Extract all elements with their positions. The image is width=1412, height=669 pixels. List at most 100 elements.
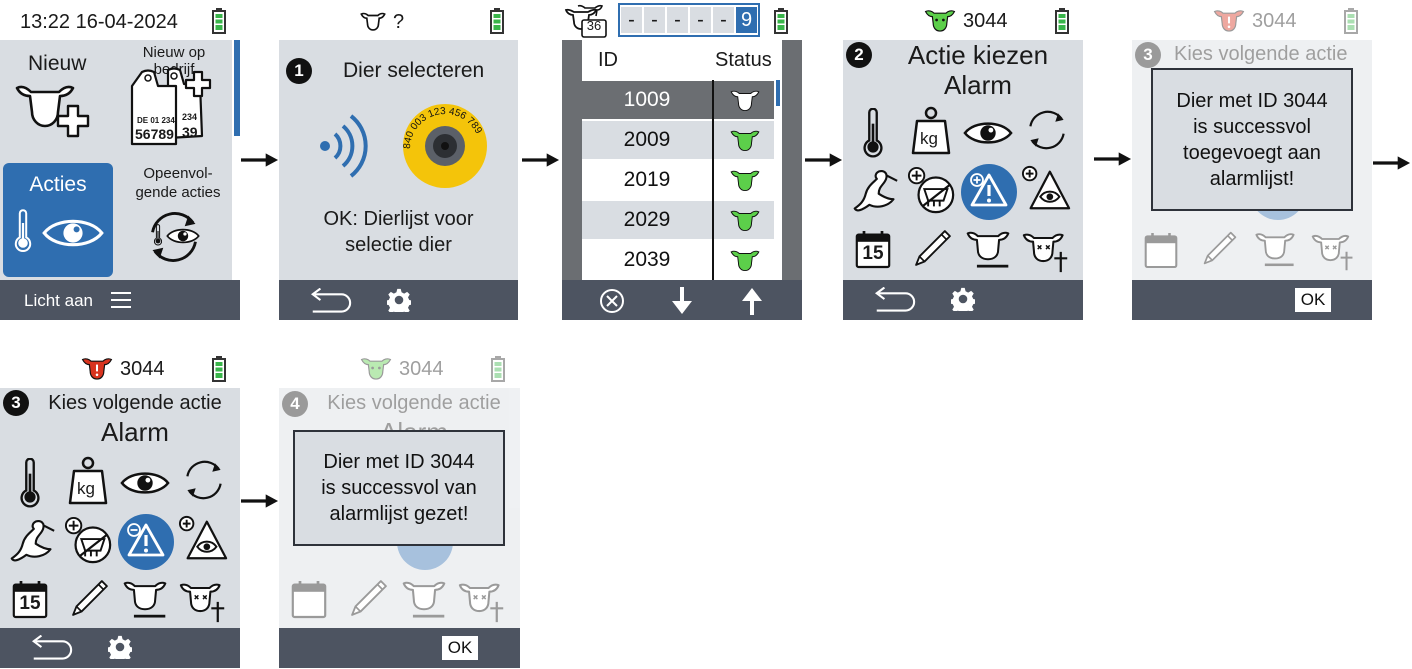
table-row[interactable]: 1009: [582, 80, 782, 120]
row-id: 2019: [582, 161, 712, 199]
animal-id: 3044: [399, 358, 444, 380]
step-badge: 1: [286, 58, 312, 84]
table-row[interactable]: 2029: [582, 200, 782, 240]
rfid-scan-icon: [320, 114, 368, 178]
step-title: Kies volgende actie Alarm: [48, 392, 222, 447]
cow-remove-icon[interactable]: [963, 226, 1013, 274]
table-row[interactable]: 2019: [582, 160, 782, 200]
tag-line2: 56789: [135, 126, 174, 142]
id-digit-active[interactable]: 9: [736, 7, 757, 33]
id-digit[interactable]: -: [644, 7, 665, 33]
udder-icon[interactable]: [64, 516, 114, 566]
screen-select-animal: ? 1 Dier selecteren 840 003 123 456 789 …: [279, 0, 518, 320]
temperature-cycle-icon[interactable]: [180, 456, 228, 504]
step-title: Dier selecteren: [343, 59, 485, 82]
back-icon[interactable]: [307, 288, 353, 314]
arrow-icon: [522, 152, 560, 168]
row-id: 2039: [582, 241, 712, 279]
step-badge: 2: [846, 42, 872, 68]
red-cow-icon: [80, 354, 114, 382]
ear-tag-icon[interactable]: [128, 64, 220, 146]
arrow-up-icon[interactable]: [742, 287, 762, 315]
row-id: 1009: [582, 81, 712, 119]
row-status-icon: [714, 81, 774, 119]
battery-icon: [212, 356, 226, 382]
back-icon[interactable]: [28, 635, 74, 661]
pencil-icon: [347, 576, 391, 620]
arrow-icon: [805, 152, 843, 168]
settings-gear-icon[interactable]: [387, 288, 411, 312]
alarm-remove-icon[interactable]: [117, 513, 175, 571]
observe-add-icon[interactable]: [1021, 164, 1071, 214]
cow-dead-icon[interactable]: [178, 576, 228, 624]
thermometer-icon: [14, 209, 32, 253]
alarm-add-icon[interactable]: [960, 163, 1018, 221]
temperature-cycle-icon[interactable]: [1023, 106, 1071, 154]
cancel-icon[interactable]: [599, 288, 625, 314]
cow-remove-icon: [1252, 228, 1298, 272]
row-id: 2029: [582, 201, 712, 239]
column-header-status: Status: [715, 49, 772, 71]
step-title: Kies volgende actie: [1174, 43, 1348, 65]
stork-icon[interactable]: [8, 514, 56, 566]
back-icon[interactable]: [871, 287, 917, 313]
weight-label: kg: [77, 479, 95, 498]
id-digit[interactable]: -: [621, 7, 642, 33]
calendar-day: 15: [19, 593, 41, 614]
green-cow-icon: [359, 354, 393, 382]
datetime: 13:22 16-04-2024: [20, 11, 178, 33]
table-row[interactable]: 2009: [582, 120, 782, 160]
cow-dead-icon[interactable]: [1021, 226, 1071, 274]
table-row[interactable]: 2039: [582, 240, 782, 280]
stork-icon[interactable]: [851, 164, 899, 216]
row-status-icon: [714, 161, 774, 199]
observe-add-icon[interactable]: [178, 514, 228, 564]
screen-next-action: 3044 3 Kies volgende actie Alarm kg 15: [0, 348, 240, 668]
thermometer-icon[interactable]: [859, 108, 887, 158]
hamburger-icon[interactable]: [111, 291, 131, 309]
red-cow-icon: [1212, 6, 1246, 34]
id-input[interactable]: - - - - - 9: [618, 3, 760, 37]
id-digit[interactable]: -: [667, 7, 688, 33]
menu-actions-tile[interactable]: Acties: [3, 163, 113, 277]
eye-icon[interactable]: [963, 118, 1013, 148]
thermometer-icon[interactable]: [16, 458, 44, 508]
herd-count: 36: [586, 18, 602, 33]
cow-remove-icon[interactable]: [120, 576, 170, 624]
pencil-icon[interactable]: [68, 576, 112, 620]
list-scrollbar[interactable]: [776, 80, 780, 106]
battery-icon: [212, 8, 226, 34]
tag-side-line1: 234: [182, 112, 198, 122]
animal-id: 3044: [1252, 10, 1297, 32]
pencil-icon[interactable]: [911, 226, 955, 270]
eye-icon: [42, 219, 104, 247]
herd-icon: [564, 4, 607, 38]
id-digit[interactable]: -: [713, 7, 734, 33]
battery-icon: [490, 8, 504, 34]
cow-dead-icon: [457, 576, 507, 624]
settings-gear-icon[interactable]: [951, 287, 975, 311]
eye-icon[interactable]: [120, 468, 170, 498]
settings-gear-icon[interactable]: [108, 635, 132, 659]
menu-new-cow-plus-icon[interactable]: [14, 82, 104, 138]
screen-added-to-alarm: 3044 3 Kies volgende actie Dier met ID 3…: [1132, 0, 1372, 320]
calendar-day: 15: [862, 243, 884, 264]
row-status-icon: [714, 121, 774, 159]
udder-icon[interactable]: [907, 166, 957, 216]
row-status-icon: [714, 241, 774, 279]
light-on-button[interactable]: Licht aan: [24, 291, 93, 310]
cow-dead-icon: [1310, 228, 1356, 272]
column-header-id: ID: [598, 49, 618, 71]
scrollbar[interactable]: [234, 40, 240, 136]
id-digit[interactable]: -: [690, 7, 711, 33]
ok-button[interactable]: OK: [1295, 288, 1331, 312]
animal-id: 3044: [963, 10, 1008, 32]
ok-button[interactable]: OK: [442, 636, 478, 660]
arrow-down-icon[interactable]: [672, 287, 692, 315]
menu-sequence-label: Opeenvol-gende acties: [135, 165, 221, 201]
screen-removed-from-alarm: 3044 4 Kies volgende actie Alarm Dier me…: [279, 348, 520, 668]
arrow-icon: [241, 152, 279, 168]
